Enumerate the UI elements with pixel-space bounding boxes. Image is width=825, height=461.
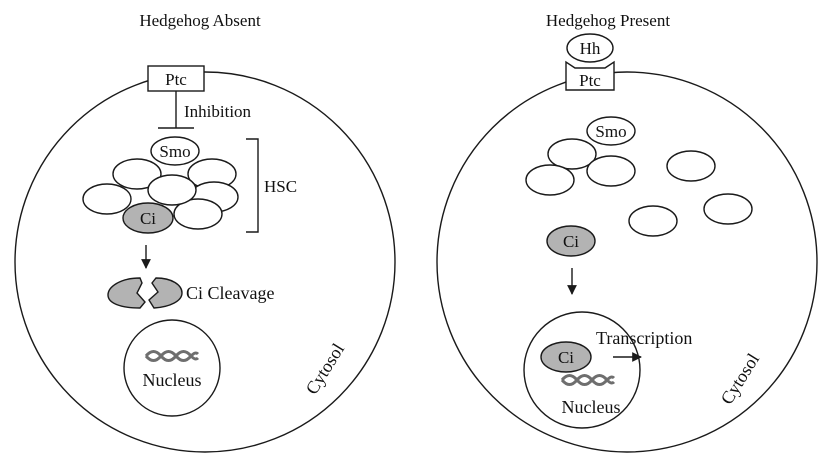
complex-oval	[112, 158, 162, 190]
ci-oval-right	[546, 225, 596, 257]
free-oval	[666, 150, 716, 182]
smo-oval-right	[586, 116, 636, 146]
ptc-receptor-right: Ptc	[565, 60, 615, 91]
ptc-label-right: Ptc	[579, 71, 601, 90]
hh-label: Hh	[580, 39, 601, 58]
hsc-bracket	[246, 138, 259, 233]
cleaved-ci-icon	[107, 277, 183, 309]
free-oval	[703, 193, 753, 225]
hsc-complex	[82, 136, 239, 234]
panel-title-absent: Hedgehog Absent	[139, 11, 261, 30]
nucleus-label-right: Nucleus	[562, 397, 621, 417]
hh-ligand-oval	[566, 33, 614, 63]
panel-hedgehog-absent: Hedgehog Absent Ptc Inhibition Smo Ci	[14, 11, 396, 453]
free-oval	[547, 138, 597, 170]
nuclear-ci-label: Ci	[558, 348, 574, 367]
smo-label-left: Smo	[159, 142, 190, 161]
smo-oval-left	[150, 136, 200, 166]
cell-membrane-left	[14, 71, 396, 453]
nucleus-label-left: Nucleus	[143, 370, 202, 390]
smo-label-right: Smo	[595, 122, 626, 141]
panel-hedgehog-present: Hedgehog Present Hh Ptc Smo Ci Ci	[436, 11, 818, 453]
ci-label-right: Ci	[563, 232, 579, 251]
nucleus-left	[123, 319, 221, 417]
ptc-receptor-left: Ptc	[147, 65, 205, 92]
ci-cleavage-label: Ci Cleavage	[186, 283, 274, 303]
hsc-label: HSC	[264, 177, 297, 196]
inhibition-bar	[158, 91, 194, 129]
nuclear-ci-oval	[540, 341, 592, 373]
ci-oval-left	[122, 202, 174, 234]
free-smo-cluster	[525, 116, 753, 237]
ptc-label-left: Ptc	[165, 70, 187, 89]
panel-title-present: Hedgehog Present	[546, 11, 670, 30]
inhibition-label: Inhibition	[184, 102, 252, 121]
complex-oval	[173, 198, 223, 230]
free-oval	[586, 155, 636, 187]
free-oval	[628, 205, 678, 237]
nucleus-right	[523, 311, 641, 429]
dna-helix-icon	[144, 350, 200, 362]
transcription-label: Transcription	[596, 328, 692, 348]
dna-helix-icon	[560, 374, 616, 386]
free-oval	[525, 164, 575, 196]
complex-oval	[82, 183, 132, 215]
complex-oval	[147, 174, 197, 206]
ci-label-left: Ci	[140, 209, 156, 228]
